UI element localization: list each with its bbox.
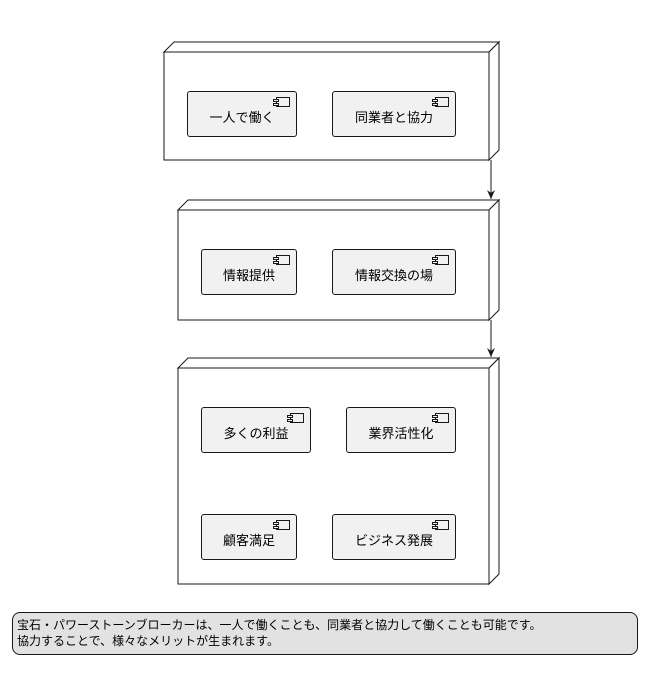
component-icon [432, 255, 449, 265]
component-icon [432, 413, 449, 423]
component-label: 同業者と協力 [354, 111, 433, 126]
component-label: 顧客満足 [222, 534, 275, 549]
component-business-development: ビジネス発展 [332, 514, 456, 560]
component-many-profits: 多くの利益 [201, 407, 311, 453]
component-icon [432, 520, 449, 530]
component-icon [432, 97, 449, 107]
component-label: ビジネス発展 [354, 534, 433, 549]
component-label: 多くの利益 [223, 427, 289, 442]
component-industry-activation: 業界活性化 [346, 407, 456, 453]
component-cooperate-peers: 同業者と協力 [332, 91, 456, 137]
note-line-1: 宝石・パワーストーンブローカーは、一人で働くことも、同業者と協力して働くことも可… [17, 618, 542, 632]
component-icon [287, 413, 304, 423]
note-line-2: 協力することで、様々なメリットが生まれます。 [17, 634, 279, 648]
note-box: 宝石・パワーストーンブローカーは、一人で働くことも、同業者と協力して働くことも可… [12, 612, 638, 655]
component-label: 情報提供 [222, 269, 275, 284]
component-label: 一人で働く [209, 111, 275, 126]
component-info-exchange: 情報交換の場 [332, 249, 456, 295]
component-icon [273, 520, 290, 530]
component-customer-satisfaction: 顧客満足 [201, 514, 297, 560]
component-info-provision: 情報提供 [201, 249, 297, 295]
component-icon [273, 255, 290, 265]
component-icon [273, 97, 290, 107]
component-work-alone: 一人で働く [187, 91, 297, 137]
component-label: 業界活性化 [368, 427, 434, 442]
component-label: 情報交換の場 [354, 269, 433, 284]
